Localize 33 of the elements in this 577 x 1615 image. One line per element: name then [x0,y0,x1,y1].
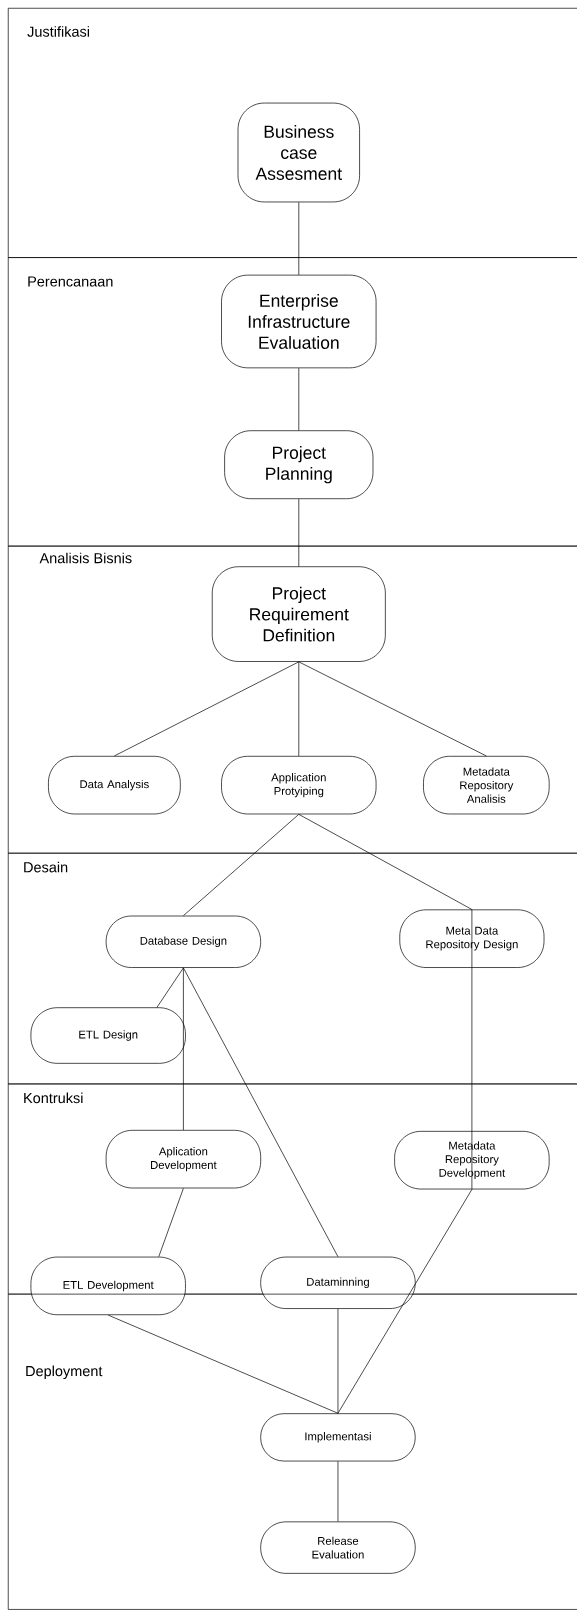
process-box: ETL Development [30,1256,186,1316]
connector-line [298,814,473,910]
process-box: Application Protyiping [221,755,377,815]
process-box: Data Analysis [48,755,181,815]
connector-line [156,967,184,1008]
connector-line [471,909,473,1190]
connector-line [298,498,300,567]
process-box: Release Evaluation [260,1521,416,1574]
connector-line [298,661,487,757]
connector-line [298,661,300,757]
connector-line [183,814,300,916]
process-box: Meta Data Repository Design [399,909,545,968]
process-box: Business case Assesment [237,102,360,203]
process-box: Enterprise Infrastructure Evaluation [221,274,377,369]
connector-line [183,967,339,1258]
connector-line [114,661,300,757]
process-box: ETL Design [30,1007,186,1064]
process-box: Metadata Repository Analisis [423,755,550,815]
connector-line [337,1308,339,1414]
process-box: Dataminning [260,1256,416,1309]
connector-line [183,967,184,1131]
connector-line [107,1314,339,1414]
process-box: Metadata Repository Development [394,1131,550,1190]
connector-line [158,1188,184,1258]
connector-line [337,1189,473,1414]
process-box: Implementasi [260,1413,416,1462]
process-box: Aplication Development [105,1129,262,1189]
connector-line [298,201,300,276]
process-box: Project Planning [224,430,374,500]
process-box: Database Design [105,915,262,968]
connector-line [337,1461,339,1522]
process-box: Project Requirement Definition [211,566,386,662]
connector-line [298,367,300,431]
